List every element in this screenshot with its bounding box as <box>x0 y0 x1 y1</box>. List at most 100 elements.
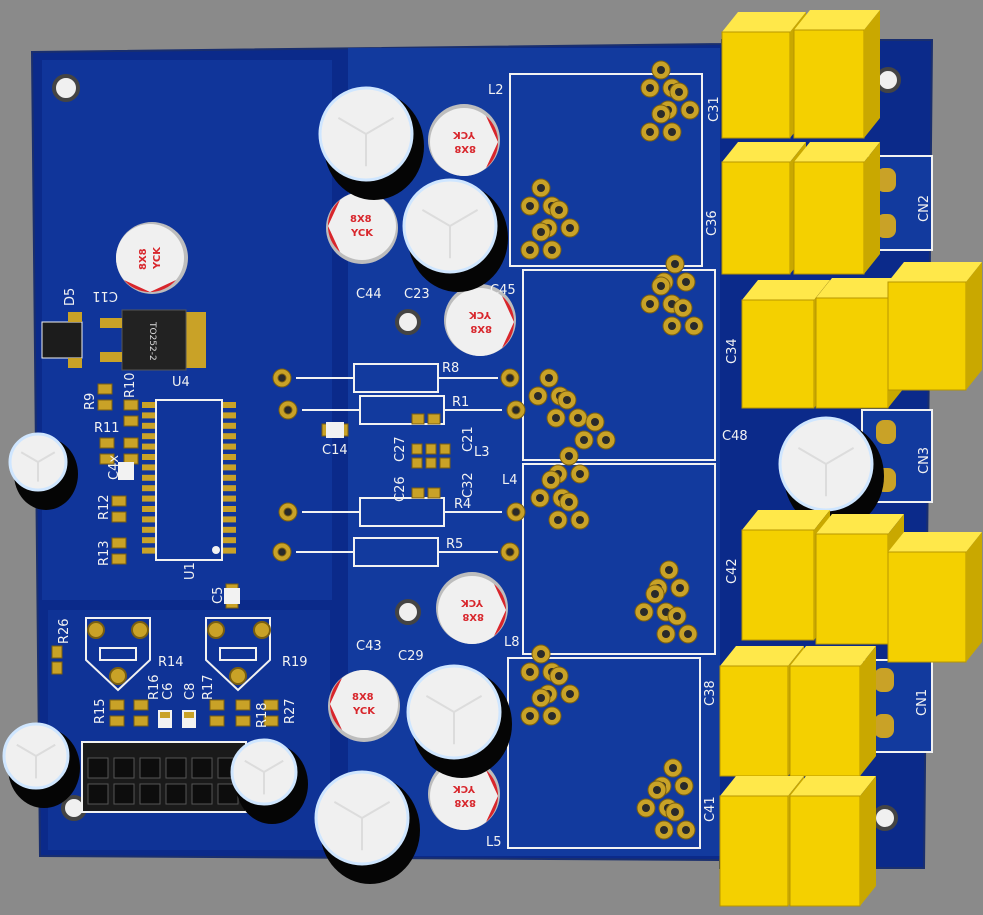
film-capacitor <box>789 776 876 907</box>
cap-brand-mark: YCK <box>468 309 492 320</box>
smd-pad <box>111 495 127 507</box>
inductor-pad-hole <box>690 322 698 330</box>
large-electrolytic-caps <box>2 86 884 884</box>
smd-pad <box>263 699 279 711</box>
large-electrolytic-cap <box>778 416 884 530</box>
label-r16: R16 <box>147 674 162 700</box>
cap-size-mark: 8X8 <box>454 797 476 808</box>
trimmer-r19-outline <box>205 617 271 692</box>
inductor-pad-hole <box>653 786 661 794</box>
label-r17: R17 <box>201 674 216 700</box>
cap-vent <box>337 117 395 167</box>
inductor-l3-outline <box>522 269 716 461</box>
inductor-pad-hole <box>668 322 676 330</box>
header-pin-socket <box>113 757 135 779</box>
inductor-pad-hole <box>580 436 588 444</box>
film-cap-side <box>966 532 982 662</box>
cap-stripe <box>494 584 507 636</box>
inductor-l2-outline <box>509 73 703 267</box>
smd-pad <box>427 413 441 425</box>
inductor-pad-hole <box>537 650 545 658</box>
film-cap-front <box>815 533 889 645</box>
mounting-hole <box>52 74 80 102</box>
regulator-u4-body <box>121 309 187 371</box>
inductor-pad-hole <box>545 374 553 382</box>
header-pin-socket <box>165 783 187 805</box>
cap-vent <box>421 209 479 259</box>
smd-pad <box>111 537 127 549</box>
cap-brand-mark: YCK <box>452 783 476 794</box>
film-cap-front <box>793 161 865 275</box>
film-capacitor <box>721 12 806 139</box>
chip-u1-pin <box>222 506 236 512</box>
smd-pad <box>97 399 113 411</box>
label-r26: R26 <box>57 618 72 644</box>
cap-size-mark: 8X8 <box>350 214 372 225</box>
inductor-pad-hole <box>657 66 665 74</box>
label-c44: C44 <box>356 287 382 302</box>
inductor-pad-hole <box>537 228 545 236</box>
smd-pad <box>99 453 115 465</box>
smd-pad <box>51 645 63 659</box>
smd-pad <box>209 699 225 711</box>
label-r5: R5 <box>446 537 463 552</box>
smd-pad <box>411 413 425 425</box>
label-cn1: CN1 <box>915 689 930 716</box>
smd-pad <box>439 443 451 455</box>
label-c5: C5 <box>211 587 226 604</box>
label-c34: C34 <box>725 338 740 364</box>
label-l4: L4 <box>502 473 518 488</box>
film-cap-top <box>720 776 804 796</box>
header-pin-socket <box>113 783 135 805</box>
smd-pad <box>235 699 251 711</box>
cap-stripe <box>502 296 515 348</box>
chip-u1-pin <box>142 506 156 512</box>
inductor-pad-hole <box>651 590 659 598</box>
chip-u1-pin <box>222 412 236 419</box>
chip-u1-pin <box>222 433 236 440</box>
inductor-pad-hole <box>657 110 665 118</box>
smd-pad <box>97 383 113 395</box>
label-c8: C8 <box>183 683 198 700</box>
connector-cn2-pin <box>876 168 896 192</box>
large-electrolytic-cap <box>8 432 78 510</box>
header-pin-socket <box>165 757 187 779</box>
chip-u1-pin <box>222 537 236 544</box>
smd-pad <box>263 715 279 727</box>
film-cap-front <box>887 281 967 391</box>
inductor-pad-hole <box>566 690 574 698</box>
label-r18: R18 <box>255 702 270 728</box>
smd-cap-c14 <box>326 422 344 438</box>
label-r13: R13 <box>97 540 112 566</box>
label-c27: C27 <box>393 436 408 462</box>
smd-cap-pad <box>184 712 194 718</box>
large-electrolytic-cap <box>230 738 308 824</box>
smd-pad <box>111 511 127 523</box>
cap-size-mark: 8X8 <box>138 248 149 270</box>
inductor-pad-hole <box>682 826 690 834</box>
film-cap-top <box>816 514 904 534</box>
cap-vent <box>333 801 391 851</box>
inductor-pad-hole <box>686 106 694 114</box>
pad-hole <box>277 547 287 557</box>
label-l5: L5 <box>486 835 502 850</box>
inductor-pad-hole <box>537 694 545 702</box>
cap-vent <box>16 743 56 779</box>
chip-u1-pin <box>142 433 156 440</box>
label-c23: C23 <box>404 287 430 302</box>
cap-top <box>116 224 184 292</box>
chip-u1-pin <box>222 422 236 429</box>
inductor-pad-hole <box>646 300 654 308</box>
smd-pad <box>439 457 451 469</box>
film-cap-top <box>888 532 982 552</box>
inductor-pad-hole <box>534 392 542 400</box>
inductor-pad-hole <box>576 470 584 478</box>
label-c14: C14 <box>322 443 348 458</box>
inductor-pad-hole <box>526 668 534 676</box>
header-pin-socket <box>191 783 213 805</box>
inductor-pad-hole <box>547 476 555 484</box>
chip-u1-pin <box>222 485 236 492</box>
smd-cap-c5 <box>224 588 240 604</box>
film-cap-top <box>790 646 876 666</box>
